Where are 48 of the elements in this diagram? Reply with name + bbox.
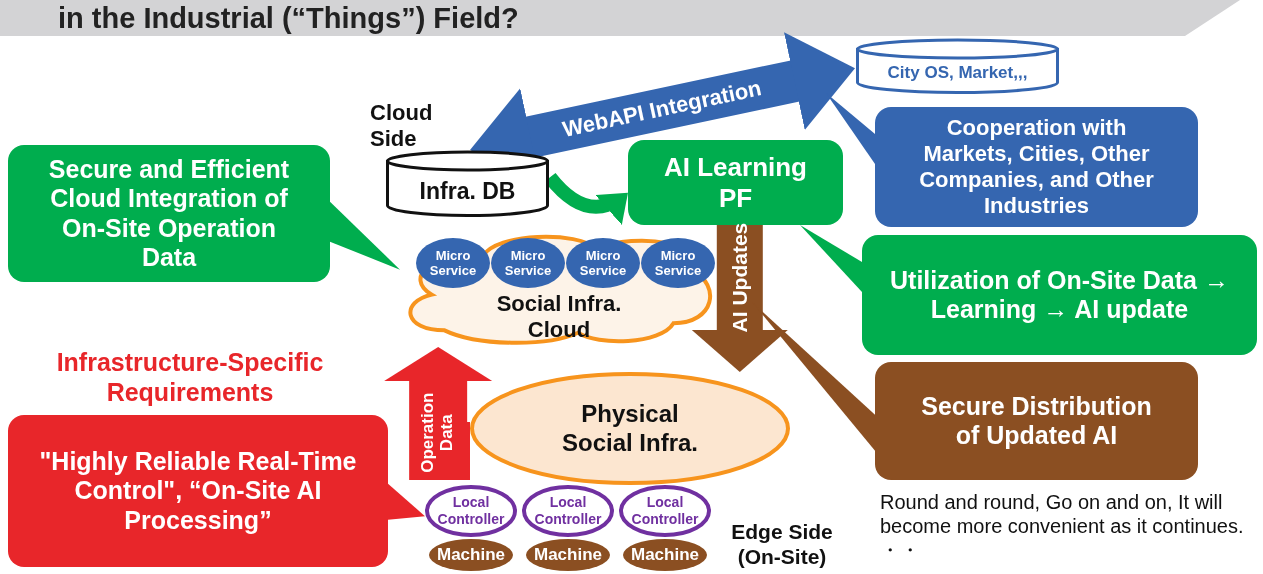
machine-ellipse	[427, 537, 515, 573]
ellipse-label: Physical Social Infra.	[560, 400, 699, 457]
database-cylinder	[855, 38, 1060, 95]
machine-ellipse	[621, 537, 709, 573]
ellipse-label: Local Controller	[630, 494, 700, 528]
service-circle	[639, 236, 717, 290]
ellipse-label: Machine	[631, 544, 699, 565]
database-label: City OS, Market,,,	[887, 63, 1028, 84]
callout-pointer	[330, 201, 400, 270]
box-text: Secure Distribution of Updated AI	[920, 391, 1153, 451]
side-label: Edge Side (On-Site)	[730, 519, 834, 570]
callout-box	[875, 107, 1198, 227]
box-text: AI Learning PF	[663, 151, 808, 214]
ellipse-label: Micro Service	[578, 247, 628, 279]
note-text: Round and round, Go on and on, It will become more convenient as it continues. ・・	[880, 490, 1245, 562]
edge-label: AI Updates	[728, 222, 752, 335]
box-text: "Highly Reliable Real-Time Control", “On-Site AI Processing”	[38, 446, 358, 536]
machine-ellipse	[524, 537, 612, 573]
cloud-label: Social Infra. Cloud	[495, 291, 623, 343]
ellipse-label: Micro Service	[428, 247, 478, 279]
ellipse-label: Machine	[437, 544, 505, 565]
arrow	[384, 347, 493, 481]
edge-label: WebAPI Integration	[559, 74, 765, 144]
service-circle	[564, 236, 642, 290]
controller-ellipse	[619, 485, 711, 537]
callout-box	[862, 235, 1257, 355]
box-text: Utilization of On-Site Data → Learning → AI update	[889, 265, 1230, 325]
callout-pointer	[800, 225, 862, 292]
service-circle	[414, 236, 492, 290]
ellipse-label: Machine	[534, 544, 602, 565]
ellipse-label: Local Controller	[436, 494, 506, 528]
callout-box	[8, 415, 388, 567]
title: in the Industrial (“Things”) Field?	[58, 2, 519, 35]
requirements-heading: Infrastructure-Specific Requirements	[55, 347, 325, 407]
ellipse-label: Micro Service	[503, 247, 553, 279]
box-text: Cooperation with Markets, Cities, Other Companies, and Other Industries	[918, 115, 1155, 219]
edge-label: Operation Data	[419, 391, 457, 475]
service-circle	[489, 236, 567, 290]
box-text: Secure and Efficient Cloud Integration of On-Site Operation Data	[47, 154, 291, 273]
ellipse-label: Micro Service	[653, 247, 703, 279]
callout-pointer	[388, 483, 425, 520]
controller-ellipse	[522, 485, 614, 537]
ellipse-label: Local Controller	[533, 494, 603, 528]
infrastructure-ellipse	[470, 372, 790, 485]
controller-ellipse	[425, 485, 517, 537]
database-cylinder	[385, 150, 550, 218]
database-label: Infra. DB	[419, 178, 516, 206]
side-label: Cloud Side	[370, 100, 434, 153]
